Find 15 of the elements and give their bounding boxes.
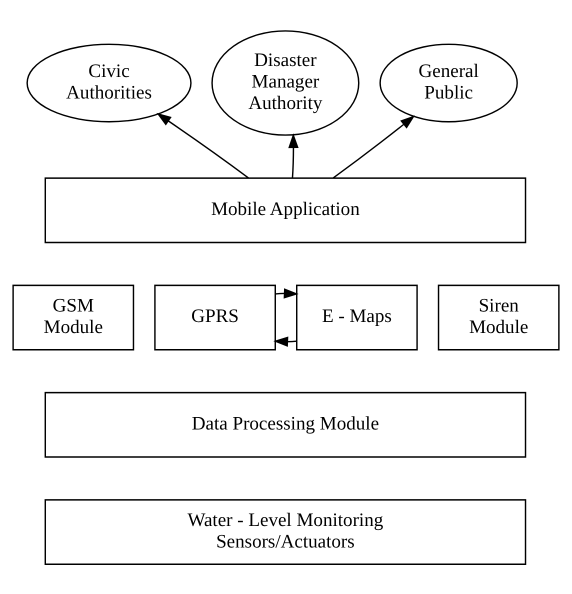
node-box: Data Processing Module [44,391,526,458]
arrow [288,132,299,178]
node-box: Siren Module [438,284,560,350]
arrow [273,336,297,346]
node-box: GPRS [154,284,276,350]
node-box: E - Maps [296,284,418,350]
node-box: GSM Module [12,284,134,350]
node-ellipse: Disaster Manager Authority [211,30,360,136]
arrow [332,114,415,178]
node-box: Water - Level Monitoring Sensors/Actuators [44,498,526,564]
node-box: Mobile Application [44,176,526,243]
arrow [275,288,299,298]
node-ellipse: Civic Authorities [26,43,192,122]
node-ellipse: General Public [379,43,518,122]
arrow [156,112,249,178]
